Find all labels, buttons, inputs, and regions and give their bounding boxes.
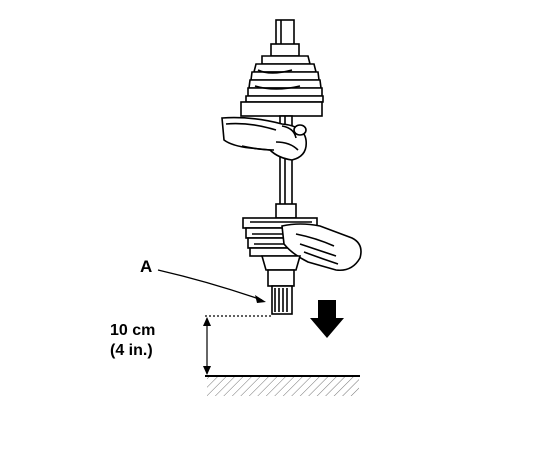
upper-hand: [221, 116, 308, 161]
dimension-line: [203, 315, 272, 375]
joint-housing: [242, 217, 318, 257]
shaft-upper-end: [270, 19, 300, 57]
callout-a-label: A: [140, 257, 153, 276]
boot-bellows: [240, 55, 324, 117]
distance-metric-label: 10 cm: [110, 322, 156, 339]
ground-surface: [205, 375, 360, 396]
distance-imperial-label: (4 in.): [110, 342, 153, 359]
drop-direction-arrow: [310, 300, 344, 338]
part-a-splined-end: [260, 255, 302, 315]
callout-a-leader: [157, 269, 266, 303]
lower-hand: [281, 223, 362, 272]
